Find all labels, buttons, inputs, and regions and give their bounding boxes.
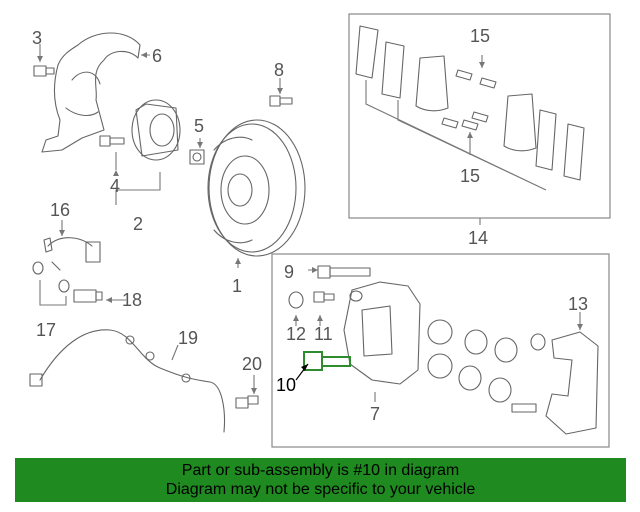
- brake-hose: [43, 237, 101, 271]
- caliper-bracket: [545, 331, 599, 435]
- banner-line-2: Diagram may not be specific to your vehi…: [165, 481, 476, 498]
- callout-15-top: 15: [470, 26, 490, 46]
- callout-7: 7: [370, 404, 380, 424]
- hub-bearing: [131, 99, 181, 161]
- dust-shield: [41, 32, 141, 153]
- piston-seals: [427, 319, 546, 413]
- bolt-8: [269, 95, 293, 107]
- pad-clips: [441, 69, 497, 131]
- callout-17: 17: [36, 320, 56, 340]
- abs-sensor-wire: [29, 329, 226, 433]
- brake-pads: [355, 25, 585, 181]
- caliper-body: [343, 281, 421, 385]
- bolt-3: [33, 65, 55, 77]
- callout-16: 16: [50, 200, 70, 220]
- nut-5: [189, 149, 205, 165]
- hub-bolt-4: [99, 135, 125, 147]
- callout-2: 2: [133, 214, 143, 234]
- bleeder-11: [313, 291, 335, 303]
- callout-10: 10: [276, 375, 296, 395]
- callout-19: 19: [178, 328, 198, 348]
- callout-4: 4: [110, 176, 120, 196]
- callout-12: 12: [286, 324, 306, 344]
- callout-15-bottom: 15: [460, 166, 480, 186]
- callout-14: 14: [468, 228, 488, 248]
- banjo-bolt: [73, 289, 103, 303]
- callout-13: 13: [568, 294, 588, 314]
- caliper-box: [271, 253, 610, 448]
- banner-line-1: Part or sub-assembly is #10 in diagram: [181, 462, 460, 479]
- boot-12: [288, 291, 304, 309]
- callout-18: 18: [122, 290, 142, 310]
- callout-1: 1: [232, 276, 242, 296]
- caliper-bolt-10: [303, 351, 351, 371]
- callout-3: 3: [32, 28, 42, 48]
- callout-20: 20: [242, 354, 262, 374]
- callout-8: 8: [274, 60, 284, 80]
- info-banner: Part or sub-assembly is #10 in diagram D…: [15, 458, 626, 502]
- bolt-20: [235, 395, 259, 409]
- callout-5: 5: [194, 116, 204, 136]
- guide-pin-9: [317, 265, 371, 279]
- callout-9: 9: [284, 262, 294, 282]
- brake-rotor: [207, 119, 306, 257]
- washers: [32, 261, 70, 293]
- parts-diagram: 1 2 3 4 5 6 7 8 9 10 11 12 13 14 15 15 1…: [29, 13, 611, 448]
- callout-11: 11: [314, 324, 333, 344]
- callout-6: 6: [152, 46, 162, 66]
